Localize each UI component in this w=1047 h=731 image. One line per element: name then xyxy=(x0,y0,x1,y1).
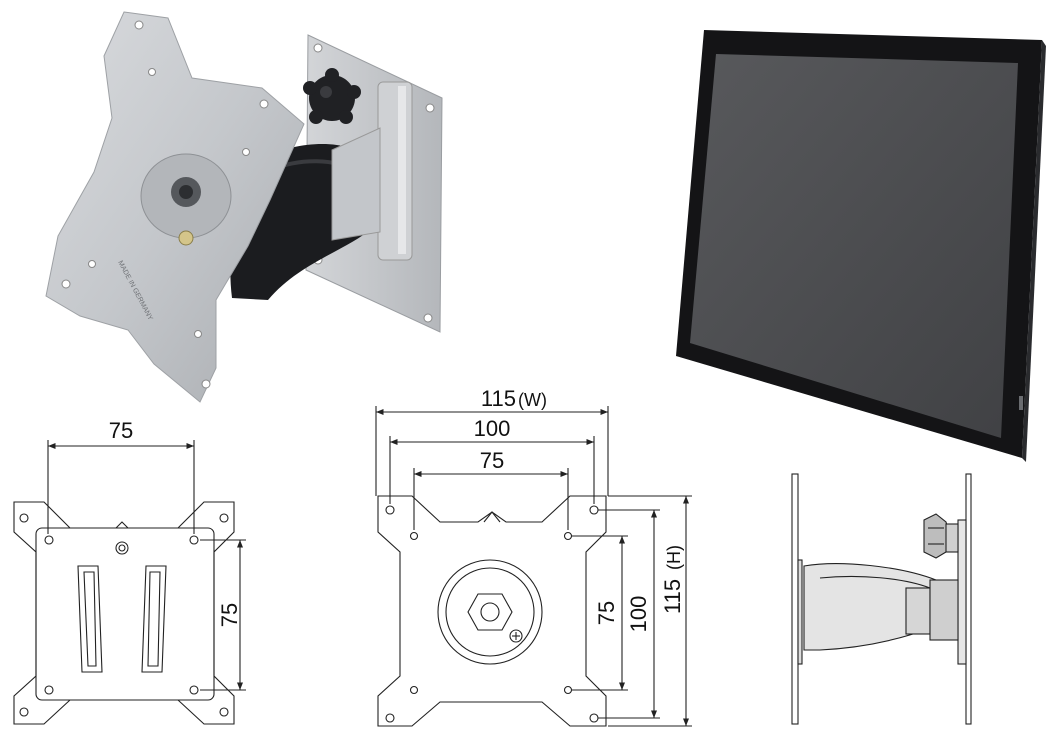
drawing-left xyxy=(13,440,246,725)
monitor-screen xyxy=(690,54,1018,438)
center-height-outer-unit: (H) xyxy=(664,545,684,570)
side-button xyxy=(1019,396,1023,410)
bracket-photo: MADE IN GERMANY xyxy=(45,11,443,403)
center-height-outer-num: 115 xyxy=(660,579,685,614)
hinge-column xyxy=(377,81,413,261)
center-width-outer-num: 115 xyxy=(481,386,516,411)
center-width-inner: 75 xyxy=(480,448,504,473)
center-width-mid: 100 xyxy=(474,416,511,441)
knob xyxy=(303,68,361,124)
left-width-label: 75 xyxy=(109,418,133,443)
drawing-side-view xyxy=(791,473,972,725)
center-height-inner: 75 xyxy=(594,601,619,625)
monitor-photo xyxy=(676,30,1046,462)
drawing-center xyxy=(375,406,692,727)
center-height-mid: 100 xyxy=(626,596,651,633)
center-width-outer: 115 xyxy=(481,386,516,411)
left-height-label: 75 xyxy=(217,603,242,627)
center-width-outer-unit: (W) xyxy=(518,390,547,410)
